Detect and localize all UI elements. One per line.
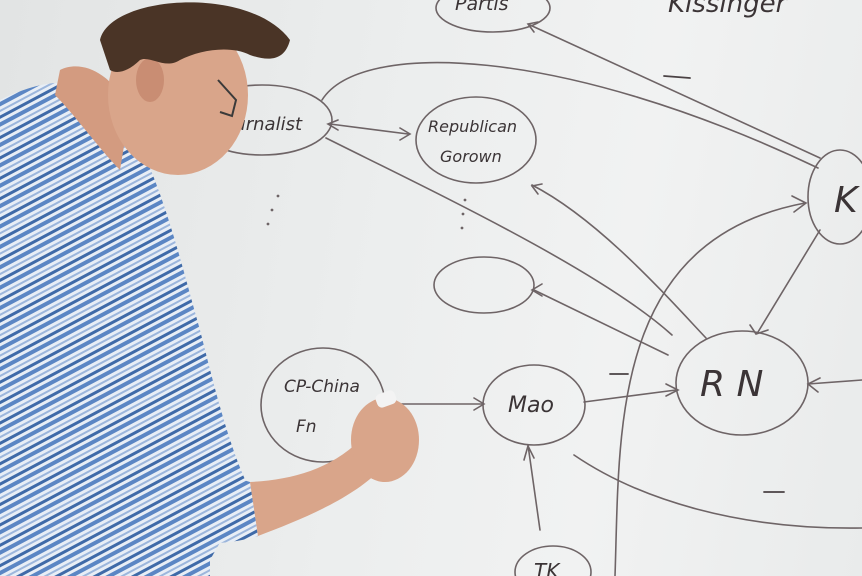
edge-journalist-republican [329,123,409,135]
label-kissinger: Kissinger [668,0,789,19]
node-partis [435,0,551,33]
node-empty [433,256,535,314]
hand [351,398,419,482]
shirt-sleeve [120,430,258,544]
edge-right-rn [807,379,862,385]
arrowhead [749,324,769,335]
arrowhead [806,377,821,393]
arrowhead [530,283,543,297]
dot [270,208,274,212]
edge-k-rn [757,229,821,333]
ear [136,58,164,102]
dash [663,75,691,79]
marker [375,390,397,408]
dot [460,226,464,230]
node-bottom [514,545,592,576]
forearm [250,440,380,536]
arrowhead [791,195,808,213]
arrowhead [530,183,543,195]
arrowhead [473,397,486,411]
label-rn: R N [700,364,763,405]
edge-empty-rn [533,289,669,356]
arrowhead [326,119,339,131]
label-republican: Republican [428,117,517,136]
hair [100,2,290,72]
dot [266,222,270,226]
glasses [217,79,238,118]
label-republican-2: Gorown [440,147,502,166]
edge-long-curve [614,202,806,576]
edge-partis-k [529,24,821,159]
arrowhead [523,443,535,461]
label-ccp: CP-China [284,377,360,397]
edge-mao-rn [583,389,677,403]
label-partis: Partis [455,0,509,15]
edge-mao-right [573,454,862,529]
arrowhead [399,127,412,141]
edge-journalist-rn [325,137,673,336]
node-rn [675,330,809,436]
arrowhead [665,383,680,397]
label-k: K [834,180,860,221]
dot [276,194,280,198]
edge-republican-rn [531,184,707,339]
label-ccp-2: Fn [296,417,317,437]
edge-journalist-k [321,61,819,169]
arrowhead [526,21,539,33]
shirt [0,82,250,576]
label-bottom: TK [534,559,561,576]
edge-mao-bottom [527,444,541,531]
node-k [807,149,862,245]
dot [461,212,465,216]
dot [463,198,467,202]
node-republican [415,96,537,184]
label-mao: Mao [508,393,554,418]
